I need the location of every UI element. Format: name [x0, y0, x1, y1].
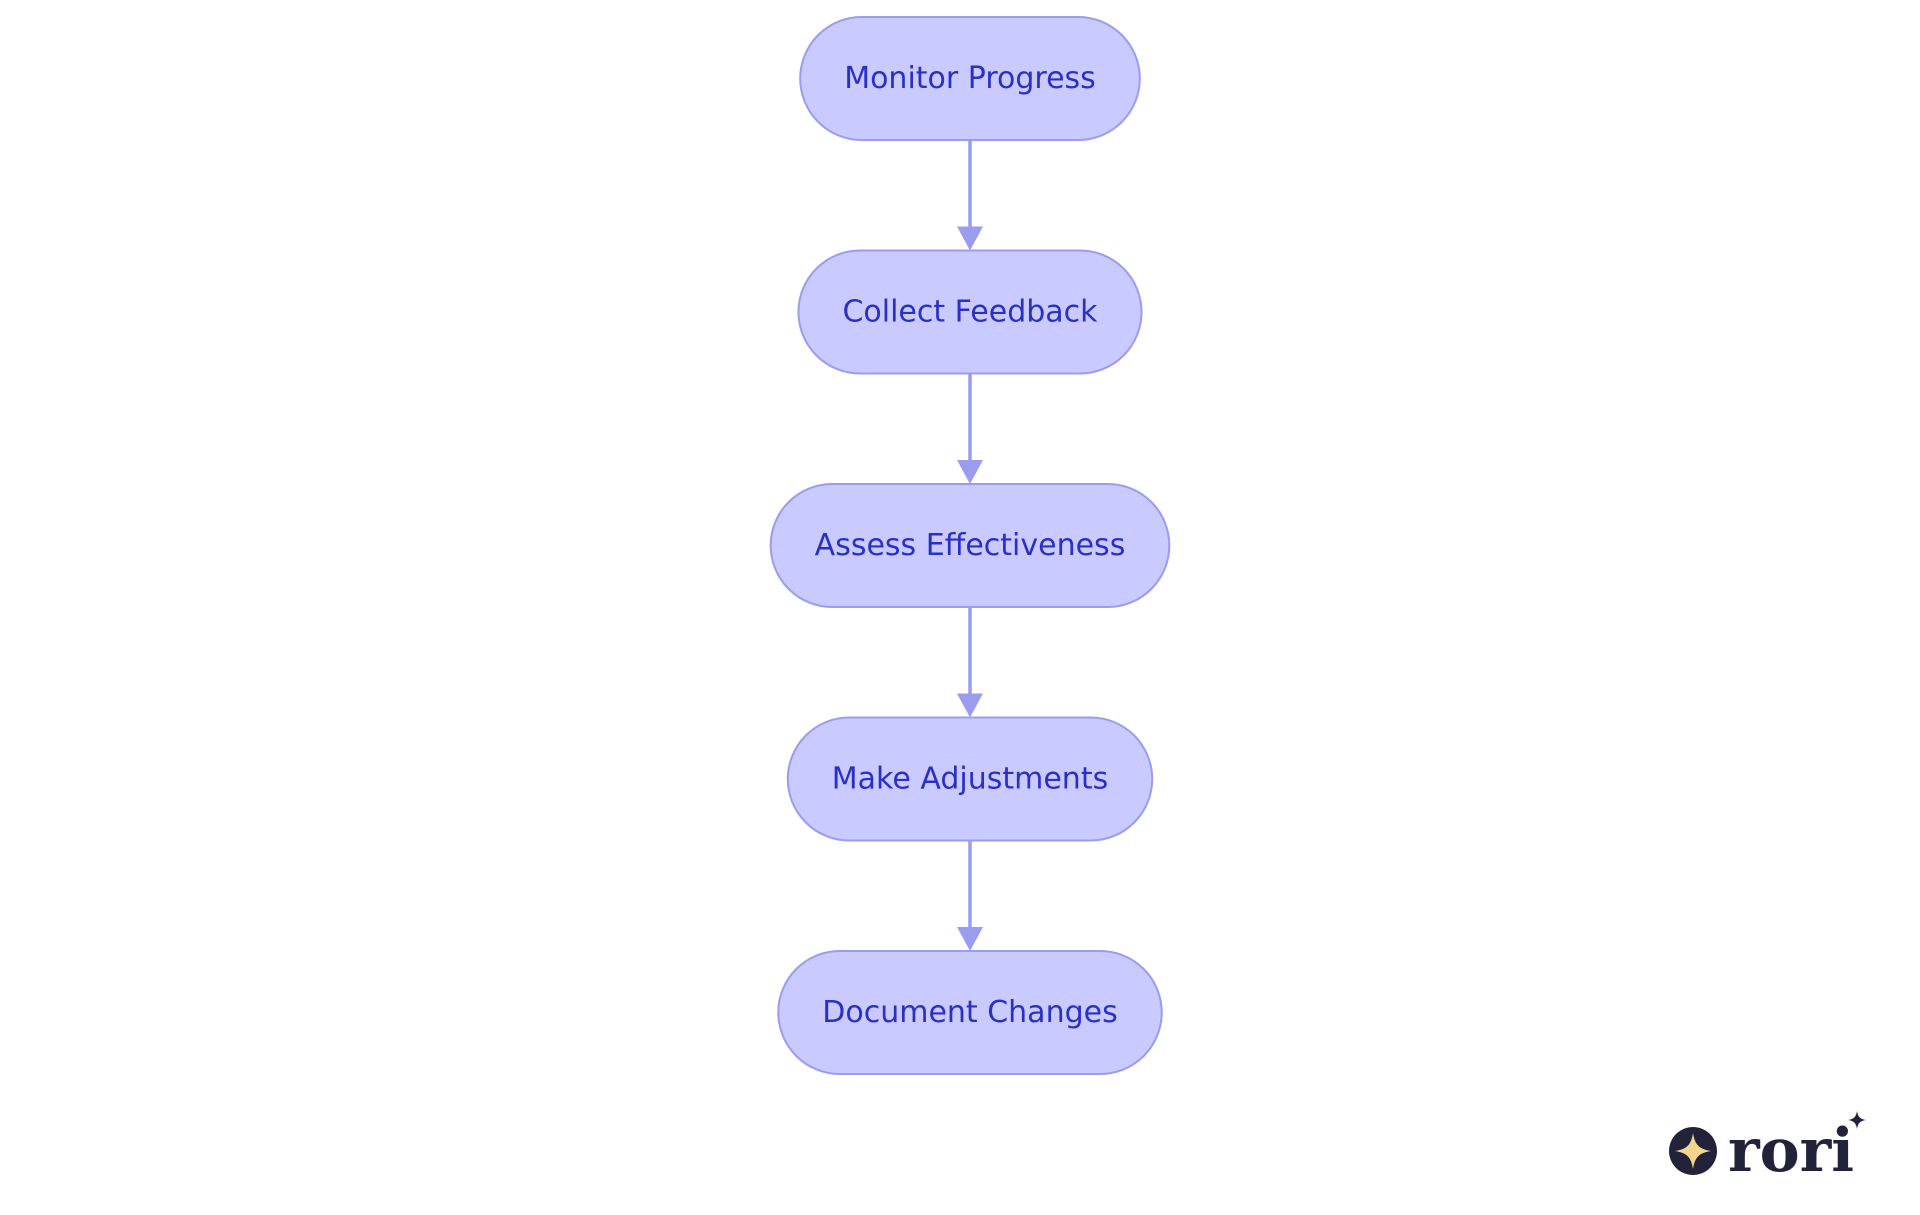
arrowhead-icon	[957, 693, 983, 718]
arrowhead-icon	[957, 460, 983, 484]
node-box-adjust	[786, 716, 1154, 842]
edge-collect-to-assess	[957, 373, 983, 484]
edges	[957, 140, 983, 951]
node-assess: Assess Effectiveness	[769, 483, 1171, 608]
node-label-document: Document Changes	[822, 995, 1117, 1030]
edge-adjust-to-document	[957, 840, 983, 951]
edge-assess-to-adjust	[957, 607, 983, 718]
small-star-icon	[1848, 1111, 1866, 1129]
node-box-assess	[769, 483, 1171, 608]
sparkle-icon	[1675, 1133, 1711, 1169]
node-label-monitor: Monitor Progress	[844, 61, 1096, 96]
node-label-adjust: Make Adjustments	[832, 762, 1108, 797]
arrowhead-icon	[957, 226, 983, 251]
arrowhead-icon	[957, 927, 983, 951]
node-label-assess: Assess Effectiveness	[815, 528, 1126, 563]
node-collect: Collect Feedback	[797, 249, 1143, 375]
node-monitor: Monitor Progress	[799, 16, 1141, 141]
rori-logo: rori	[1669, 1111, 1866, 1175]
edge-monitor-to-collect	[957, 140, 983, 251]
node-document: Document Changes	[777, 950, 1163, 1075]
node-box-monitor	[799, 16, 1141, 141]
logo-wordmark: rori	[1728, 1116, 1854, 1175]
node-box-document	[777, 950, 1163, 1075]
node-adjust: Make Adjustments	[786, 716, 1154, 842]
node-label-collect: Collect Feedback	[842, 295, 1098, 330]
node-box-collect	[797, 249, 1143, 375]
